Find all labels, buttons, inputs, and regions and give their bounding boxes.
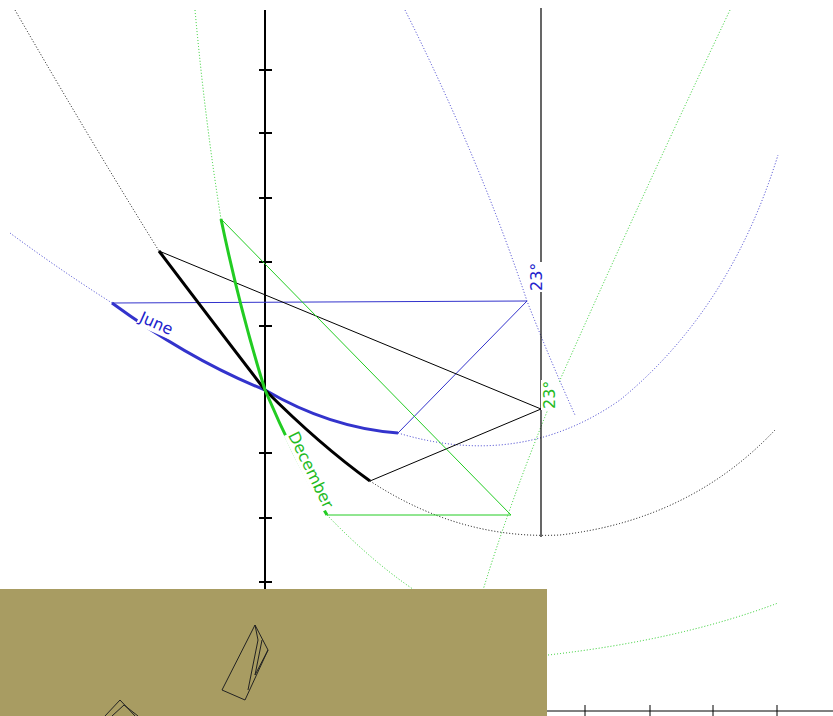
angle-label: 23° bbox=[528, 262, 546, 292]
month-label: December bbox=[284, 428, 337, 512]
angle-label: 23° bbox=[541, 380, 559, 410]
